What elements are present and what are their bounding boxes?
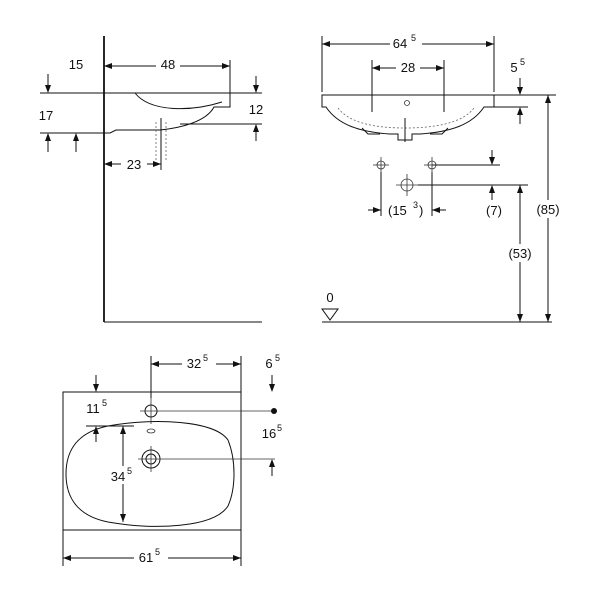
arrow-7-down — [489, 157, 495, 165]
arrow-17-up — [73, 133, 79, 141]
arrow-53-up — [517, 185, 523, 193]
dim-label-645-sup: 5 — [411, 33, 416, 43]
label-bg-28 — [396, 59, 420, 75]
arrow-48-right — [222, 63, 230, 69]
dim-label-23: 23 — [127, 157, 141, 172]
dim-label-165-sup: 5 — [277, 423, 282, 433]
dim-label-55-sup: 5 — [520, 57, 525, 67]
basin-foot-right — [430, 127, 449, 135]
dim-label-15: 15 — [69, 57, 83, 72]
arrow-15-up — [45, 133, 51, 141]
basin-front-outline — [321, 94, 495, 141]
label-bg-48 — [156, 55, 180, 71]
arrow-153-right — [432, 207, 440, 213]
arrow-325-left — [151, 361, 159, 367]
dim-label-12: 12 — [249, 102, 263, 117]
dim-label-65: 6 — [265, 356, 272, 371]
dim-label-325: 32 — [187, 356, 201, 371]
dim-label-165: 16 — [262, 426, 276, 441]
label-bg-615 — [134, 548, 168, 564]
arrow-115-up — [93, 426, 99, 434]
arrow-345-up — [120, 426, 126, 434]
dim-label-153-sup: 3 — [413, 200, 418, 210]
arrow-645-left — [322, 41, 330, 47]
dim-label-115: 11 — [86, 401, 100, 416]
arrow-345-down — [120, 514, 126, 522]
dim-label-325-sup: 5 — [203, 353, 208, 363]
arrow-85-down — [545, 314, 551, 322]
arrow-12-up — [253, 124, 259, 132]
dim-label-7: (7) — [486, 203, 502, 218]
arrow-28-right — [436, 65, 444, 71]
overflow-hole — [404, 100, 410, 106]
label-bg-23 — [121, 155, 147, 171]
dim-label-615: 61 — [139, 550, 153, 565]
arrow-7-up — [489, 185, 495, 193]
top-view: 32 5 6 5 11 5 16 5 34 5 61 5 — [62, 353, 282, 566]
basin-inner-bowl — [134, 92, 223, 110]
arrow-55-up — [517, 107, 523, 115]
label-bg-345 — [106, 466, 142, 484]
dim-label-17: 17 — [39, 108, 53, 123]
dim-label-153-close: ) — [419, 203, 423, 218]
dim-label-48: 48 — [161, 57, 175, 72]
side-view: 48 15 17 12 23 — [39, 36, 263, 323]
overflow-slot — [146, 428, 156, 434]
arrow-165-up — [269, 459, 275, 467]
label-bg-53 — [504, 244, 536, 262]
floor-level-label: 0 — [326, 290, 333, 305]
bowl-top-outline — [65, 421, 235, 527]
label-bg-645 — [390, 34, 422, 50]
arrow-12-down — [253, 85, 259, 93]
label-bg-325 — [182, 354, 216, 370]
front-view: 64 5 28 5 5 — [321, 33, 564, 323]
dim-label-65-sup: 5 — [275, 353, 280, 363]
basin-side-profile — [104, 92, 231, 134]
arrow-23-left — [104, 161, 112, 167]
waste-connection-icon — [396, 174, 418, 196]
arrow-28-left — [372, 65, 380, 71]
tap-reference-dot — [271, 408, 277, 414]
dim-label-55: 5 — [510, 60, 517, 75]
arrow-53-down — [517, 314, 523, 322]
water-connection-left-icon — [373, 157, 389, 173]
dim-label-153: (15 — [388, 203, 407, 218]
dim-label-615-sup: 5 — [155, 547, 160, 557]
dim-label-345-sup: 5 — [127, 466, 132, 476]
dim-label-28: 28 — [401, 60, 415, 75]
basin-top-outline — [62, 391, 242, 531]
dim-label-85: (85) — [536, 202, 559, 217]
arrow-65-down — [269, 384, 275, 392]
dim-label-645: 64 — [393, 36, 407, 51]
arrow-153-left — [373, 207, 381, 213]
dim-label-53: (53) — [508, 246, 531, 261]
arrow-23-right — [153, 161, 161, 167]
floor-level-marker-icon — [321, 308, 339, 321]
dim-label-115-sup: 5 — [102, 398, 107, 408]
dim-label-345: 34 — [111, 469, 125, 484]
arrow-615-right — [233, 555, 241, 561]
arrow-325-right — [233, 361, 241, 367]
arrow-48-left — [104, 63, 112, 69]
arrow-115-down — [93, 384, 99, 392]
basin-inner-hidden — [337, 107, 475, 129]
basin-foot-left — [361, 127, 380, 135]
label-bg-85 — [532, 200, 564, 218]
arrow-645-right — [486, 41, 494, 47]
arrow-55-down — [517, 87, 523, 95]
arrow-15-down — [45, 85, 51, 93]
arrow-85-up — [545, 95, 551, 103]
arrow-615-left — [63, 555, 71, 561]
